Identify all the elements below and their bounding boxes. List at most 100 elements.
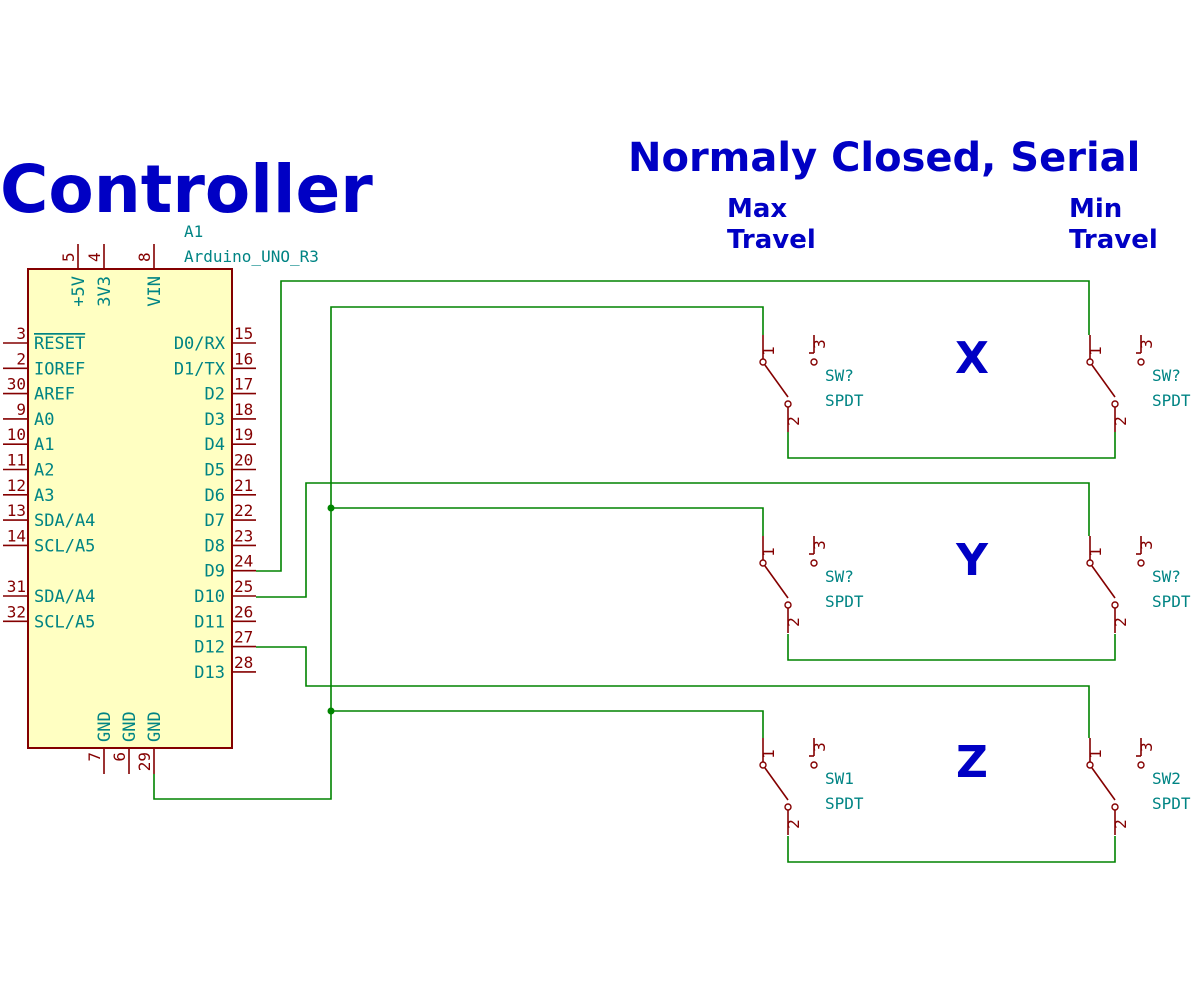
switch-contact [1137, 559, 1145, 567]
pin-name: D7 [205, 511, 225, 531]
switch-contact [1086, 761, 1094, 769]
switch-pin-number: 3 [1137, 339, 1156, 349]
axis-label-z: Z [956, 737, 988, 788]
pin-number: 25 [234, 577, 253, 596]
pin-number: 27 [234, 628, 253, 647]
pin-number: 32 [7, 602, 26, 621]
pin-number: 8 [135, 252, 154, 262]
limit-switches: 123SW?SPDT123SW?SPDT123SW?SPDT123SW?SPDT… [759, 335, 1191, 835]
switch-pin-number: 1 [1086, 346, 1105, 356]
pin-number: 24 [234, 552, 253, 571]
switch-contact [759, 761, 767, 769]
controller-title: Controller [0, 151, 373, 228]
pin-name: D6 [205, 486, 225, 506]
switch-contact [759, 358, 767, 366]
switch-value: SPDT [1152, 592, 1191, 611]
pin-number: 17 [234, 375, 253, 394]
switch-pin-number: 2 [1111, 416, 1130, 426]
wire-x-series [787, 432, 1116, 459]
switch-pin-number: 2 [784, 416, 803, 426]
switch-pin-number: 2 [1111, 819, 1130, 829]
pin-name: D2 [205, 385, 225, 405]
switch-reference: SW? [825, 366, 854, 385]
pin-name: +5V [69, 276, 89, 307]
pin-name: D0/RX [174, 334, 226, 354]
switch-contact [1111, 400, 1119, 408]
pin-number: 23 [234, 526, 253, 545]
switch-value: SPDT [825, 592, 864, 611]
pin-name: GND [95, 711, 115, 742]
pin-number: 4 [85, 252, 104, 262]
switch-pin-number: 2 [1111, 617, 1130, 627]
switch-lever [1091, 767, 1116, 801]
switch-value: SPDT [825, 391, 864, 410]
wire-y-series [787, 634, 1116, 661]
arduino-reference: A1 [184, 222, 203, 241]
pin-name: A3 [34, 486, 54, 506]
pin-name: RESET [34, 334, 85, 354]
pin-number: 30 [7, 375, 26, 394]
switch-lever [764, 565, 789, 599]
pin-name: SDA/A4 [34, 587, 95, 607]
switch-contact [784, 803, 792, 811]
switch-lever [764, 767, 789, 801]
pin-name: D8 [205, 536, 225, 556]
pin-number: 16 [234, 349, 253, 368]
pin-number: 11 [7, 451, 26, 470]
pin-name: D3 [205, 410, 225, 430]
switch-contact [1111, 803, 1119, 811]
pin-number: 3 [16, 324, 26, 343]
pin-name: D11 [194, 612, 225, 632]
pin-name: A0 [34, 410, 54, 430]
max-travel-label-line1: Max [727, 194, 787, 224]
switch-reference: SW1 [825, 769, 854, 788]
pin-name: SDA/A4 [34, 511, 95, 531]
pin-name: 3V3 [95, 276, 115, 307]
pin-number: 10 [7, 425, 26, 444]
pin-name: D13 [194, 663, 225, 683]
switch-value: SPDT [825, 794, 864, 813]
switch-contact [810, 761, 818, 769]
min-travel-label-line1: Min [1069, 194, 1122, 224]
pin-name: IOREF [34, 359, 85, 379]
wire-d10 [256, 482, 1090, 598]
wire-z-series [787, 836, 1116, 863]
pin-name: SCL/A5 [34, 536, 95, 556]
pin-name: D9 [205, 562, 225, 582]
switch-contact [1086, 358, 1094, 366]
pin-name: SCL/A5 [34, 612, 95, 632]
pin-number: 29 [135, 752, 154, 771]
pin-number: 13 [7, 501, 26, 520]
pin-number: 2 [16, 349, 26, 368]
axis-label-x: X [955, 333, 989, 384]
switch-pin-number: 1 [1086, 547, 1105, 557]
pin-number: 9 [16, 400, 26, 419]
min-travel-label-line2: Travel [1069, 225, 1158, 255]
pin-number: 21 [234, 476, 253, 495]
arduino-value: Arduino_UNO_R3 [184, 247, 319, 266]
switch-pin-number: 2 [784, 617, 803, 627]
pin-number: 7 [85, 752, 104, 762]
switch-lever [764, 364, 789, 398]
pin-number: 31 [7, 577, 26, 596]
pin-name: A2 [34, 461, 54, 481]
junction-dot [327, 504, 335, 512]
pin-name: GND [120, 711, 140, 742]
pin-name: AREF [34, 385, 75, 405]
pin-number: 28 [234, 653, 253, 672]
pin-name: GND [145, 711, 165, 742]
switch-reference: SW? [825, 567, 854, 586]
switch-pin-number: 1 [759, 749, 778, 759]
pin-number: 14 [7, 526, 26, 545]
switch-value: SPDT [1152, 391, 1191, 410]
switch-contact [784, 400, 792, 408]
switch-pin-number: 3 [810, 339, 829, 349]
pin-name: A1 [34, 435, 54, 455]
